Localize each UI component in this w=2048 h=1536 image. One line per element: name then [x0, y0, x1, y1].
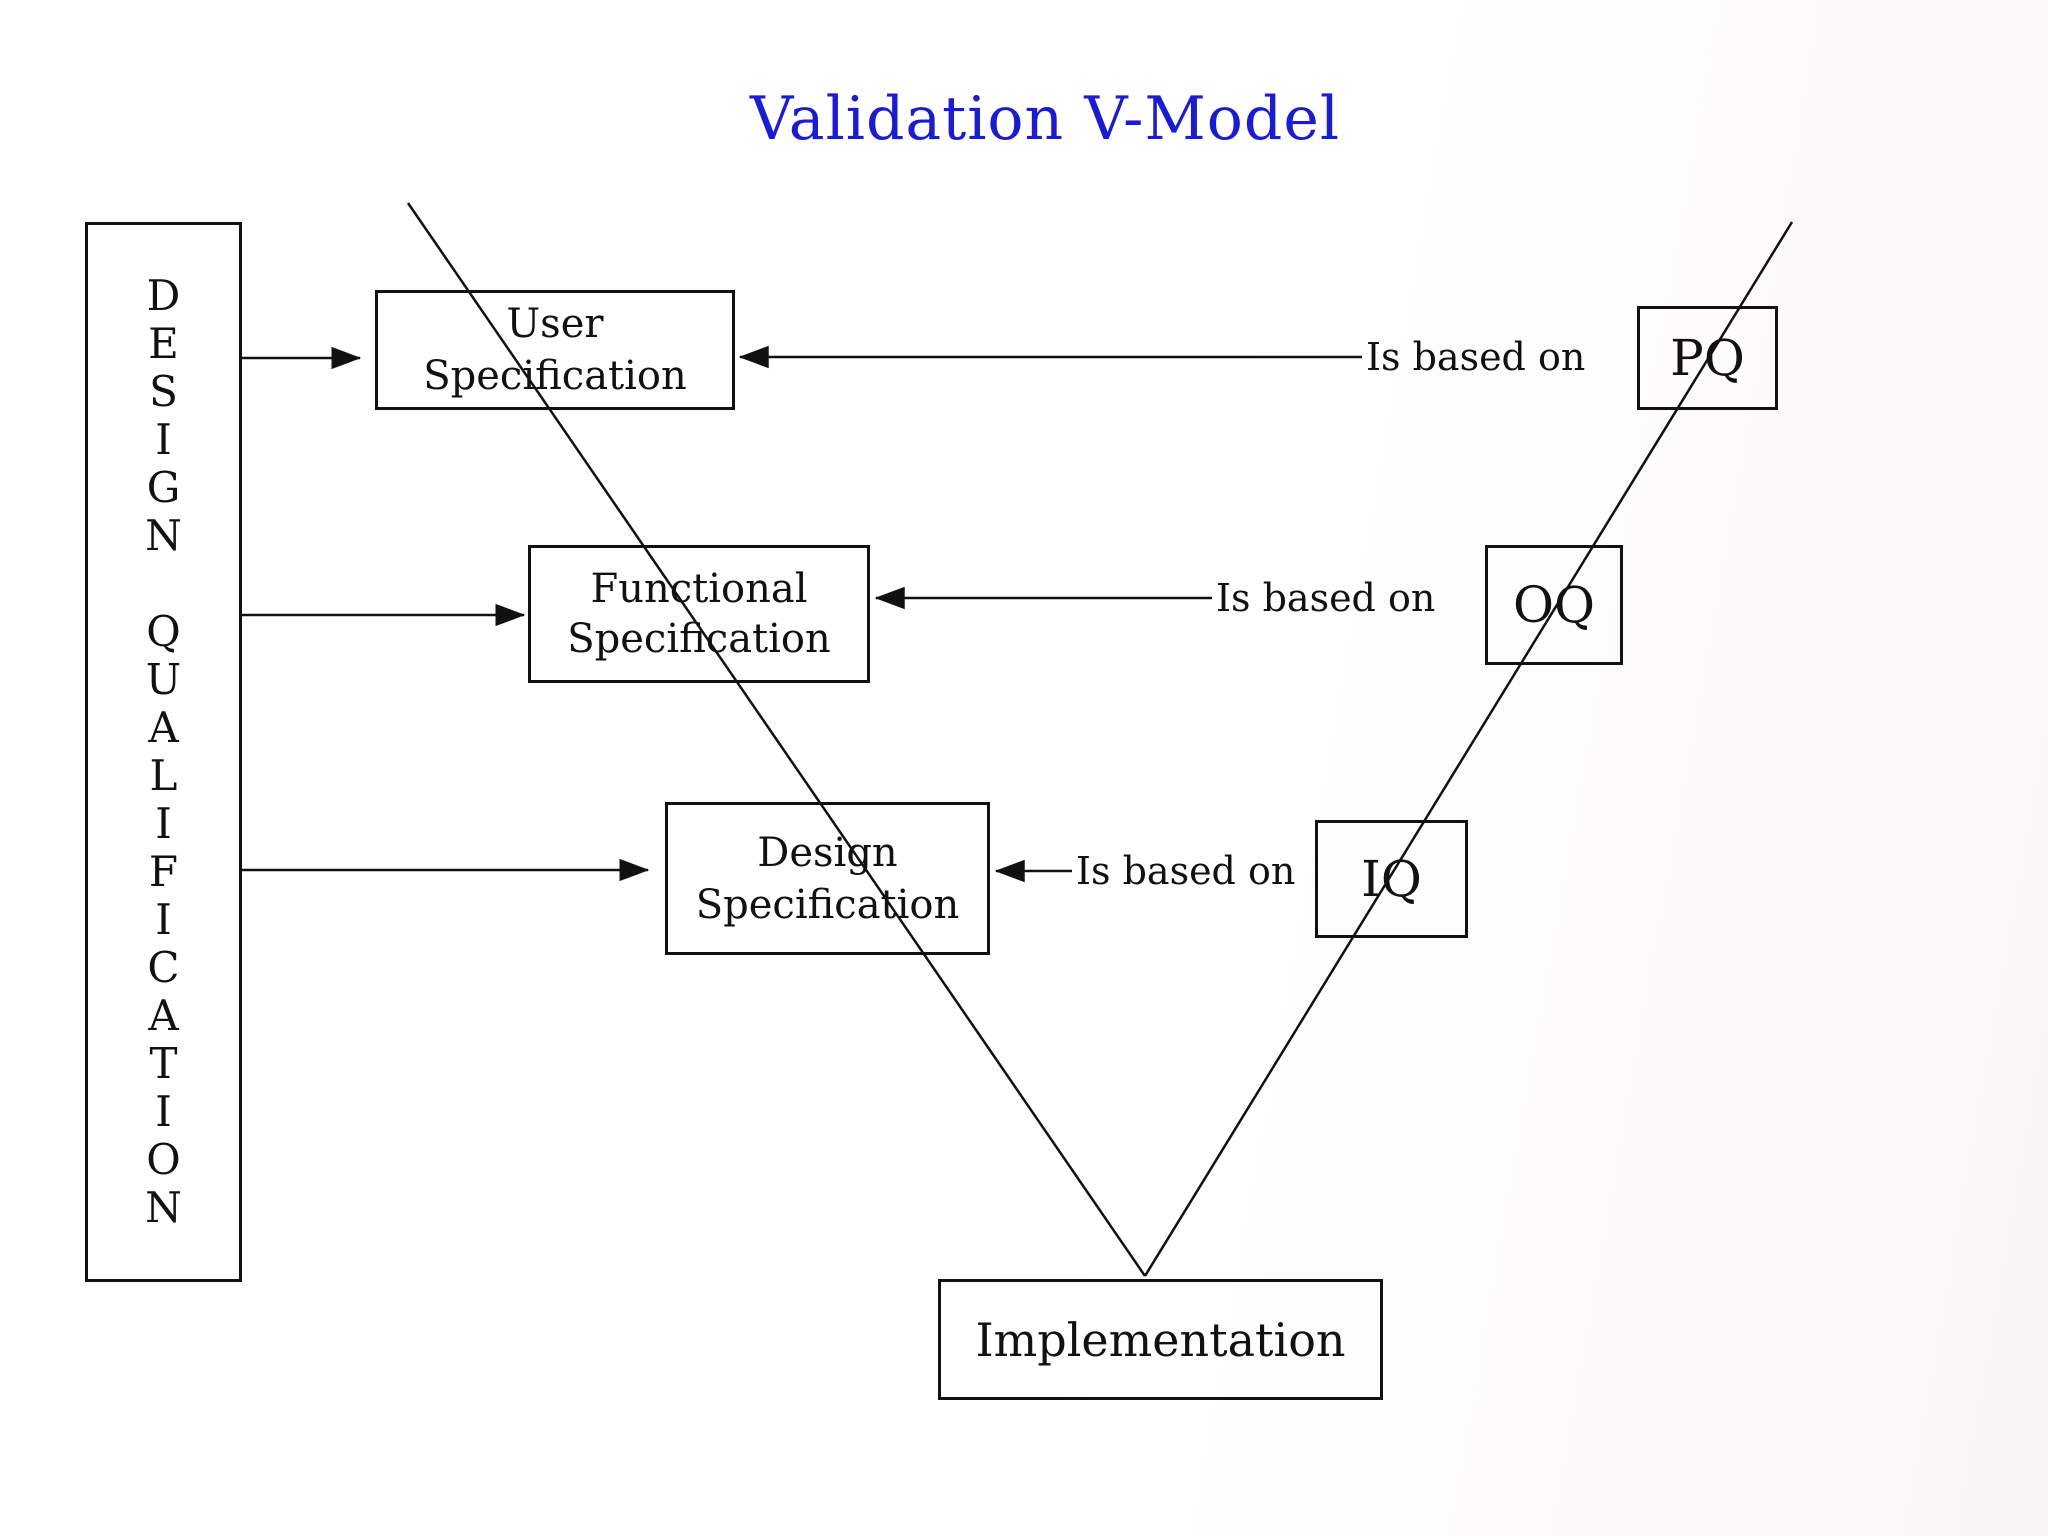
design-vertical-label: D E S I G N: [145, 271, 182, 560]
is-based-on-label-oq: Is based on: [1216, 576, 1436, 620]
is-based-on-label-pq: Is based on: [1366, 335, 1586, 379]
qualification-vertical-label: Q U A L I F I C A T I O N: [145, 607, 182, 1232]
iq-box: IQ: [1315, 820, 1468, 938]
is-based-on-label-iq: Is based on: [1076, 849, 1296, 893]
design-qualification-panel: D E S I G N Q U A L I F I C A T I O N: [85, 222, 242, 1282]
user-specification-box: User Specification: [375, 290, 735, 410]
implementation-box: Implementation: [938, 1279, 1383, 1400]
oq-box: OQ: [1485, 545, 1623, 665]
functional-specification-box: Functional Specification: [528, 545, 870, 683]
diagram-title: Validation V-Model: [749, 84, 1341, 154]
design-specification-box: Design Specification: [665, 802, 990, 955]
pq-box: PQ: [1637, 306, 1778, 410]
